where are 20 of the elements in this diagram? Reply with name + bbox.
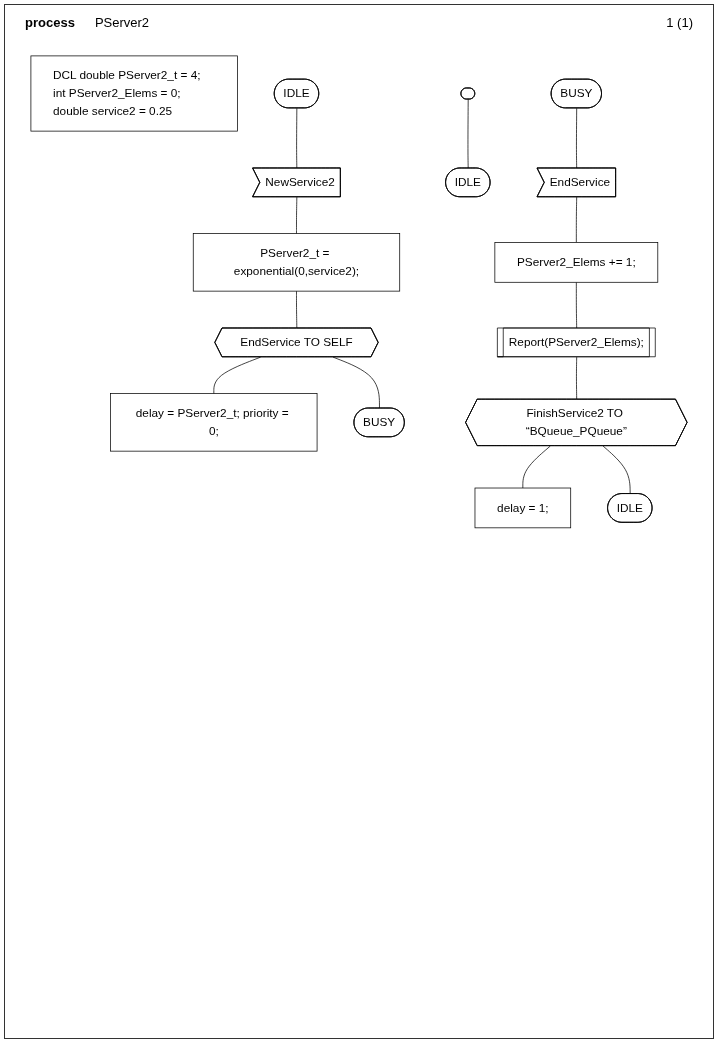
- connector: [575, 196, 578, 243]
- connector: [576, 107, 578, 169]
- connector: [575, 281, 578, 329]
- node-box: PServer2_t = exponential(0,service2);: [192, 233, 401, 292]
- connector: [576, 356, 578, 400]
- node-box: delay = PServer2_t; priority = 0;: [110, 393, 318, 452]
- connector: [213, 356, 261, 394]
- connector: [332, 356, 380, 409]
- node-box: delay = 1;: [474, 487, 572, 529]
- connector: [296, 290, 298, 329]
- diagram-title: process: [25, 15, 75, 30]
- page-number: 1 (1): [666, 15, 693, 30]
- connector: [296, 196, 298, 234]
- connector: [296, 107, 298, 169]
- node-box: PServer2_Elems += 1;: [494, 242, 659, 283]
- node-box: DCL double PServer2_t = 4; int PServer2_Elems = 0; double service2 = 0.25: [30, 55, 238, 132]
- connector: [522, 445, 551, 489]
- process-name: PServer2: [94, 15, 150, 30]
- connector: [467, 99, 469, 169]
- connector: [602, 445, 631, 495]
